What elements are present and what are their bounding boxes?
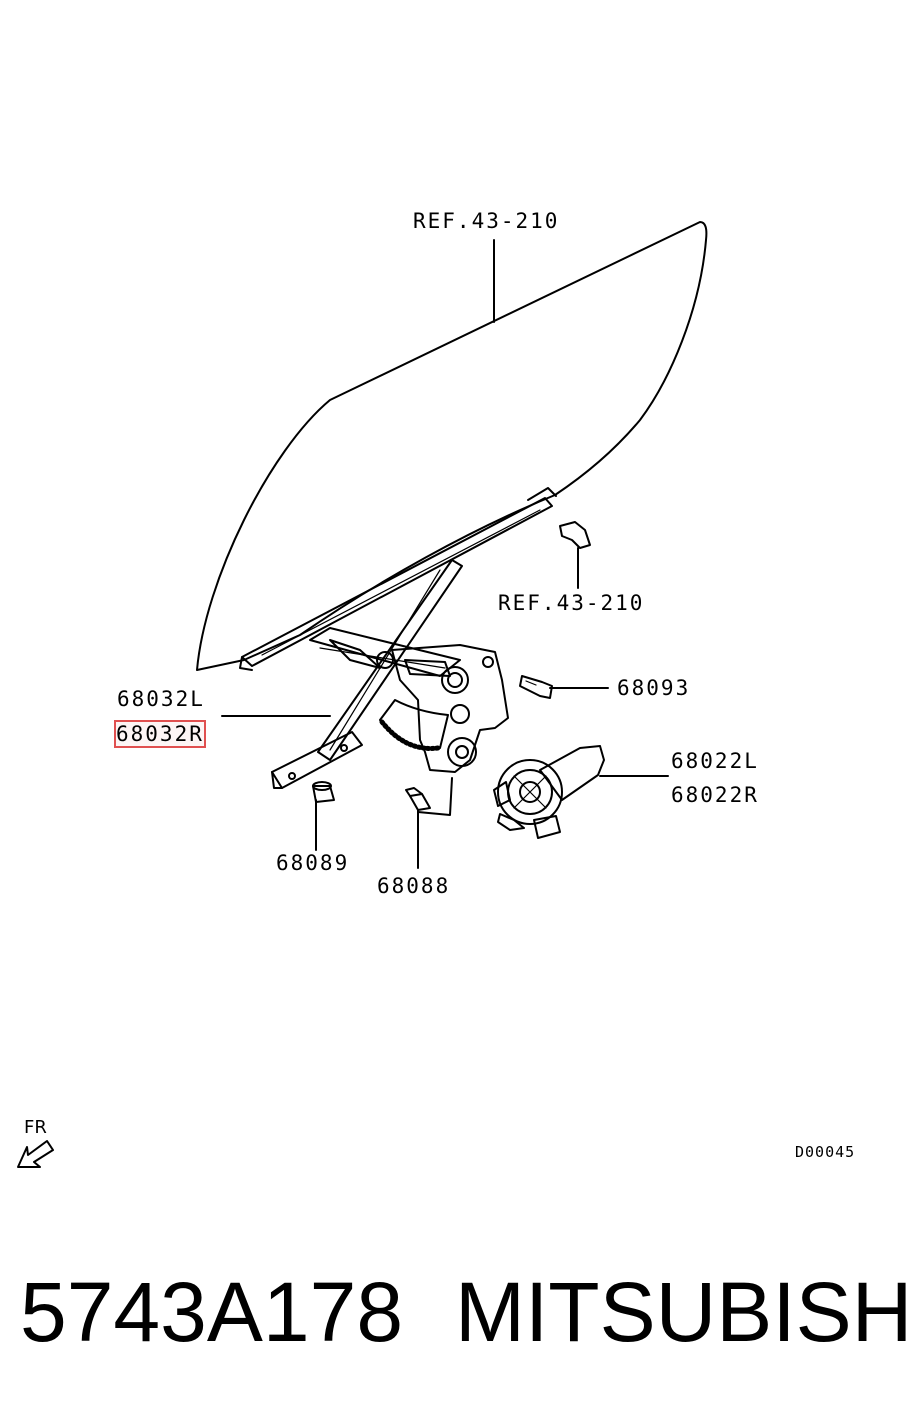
motor-l-label: 68022L [671, 749, 759, 773]
screw-label: 68088 [377, 874, 451, 898]
door-glass-outline [196, 221, 708, 671]
glass-clip [559, 521, 591, 549]
motor-r-label: 68022R [671, 783, 759, 807]
motor-assembly [493, 745, 605, 839]
bolt-68093 [519, 675, 553, 699]
grommet-68089 [312, 781, 335, 803]
screw-68088 [405, 787, 431, 811]
sector-gear [379, 699, 449, 751]
regulator-plate [376, 644, 509, 773]
grommet-label: 68089 [276, 851, 350, 875]
ref-clip-label: REF.43-210 [498, 591, 645, 615]
brand-name: MITSUBISHI [455, 1265, 909, 1359]
ref-glass-label: REF.43-210 [413, 209, 560, 233]
lower-bracket [271, 731, 363, 789]
bolt-label: 68093 [617, 676, 691, 700]
regulator-r-label: 68032R [114, 720, 206, 748]
glass-channel [239, 487, 557, 671]
diagram-code: D00045 [795, 1143, 856, 1161]
leader-lines [221, 239, 669, 869]
front-arrow-icon [17, 1140, 54, 1168]
front-marker-label: FR [24, 1117, 47, 1138]
regulator-l-label: 68032L [117, 687, 205, 711]
part-number: 5743A178 [20, 1265, 404, 1359]
